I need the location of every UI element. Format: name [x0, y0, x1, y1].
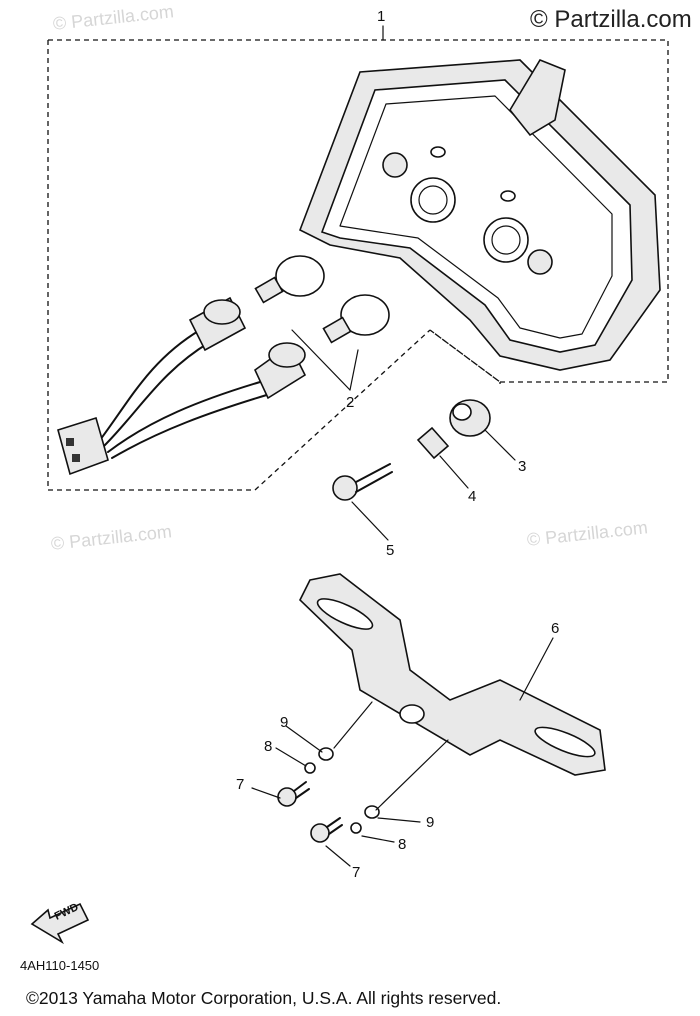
wiring-harness: [57, 296, 307, 476]
callout-7: 7: [352, 864, 361, 881]
callout-9: 9: [426, 814, 435, 831]
callout-3: 3: [518, 458, 527, 475]
callout-8: 8: [264, 738, 273, 755]
assembly-boundary: [47, 39, 669, 491]
bulbs: [254, 255, 390, 391]
bracket: [299, 573, 606, 776]
watermark-partzilla: © Partzilla.com: [530, 6, 692, 33]
fwd-arrow-icon: [30, 902, 90, 945]
diagram-code: 4AH110-1450: [20, 958, 100, 973]
callout-5: 5: [386, 542, 395, 559]
callout-9: 9: [280, 714, 289, 731]
callout-7: 7: [236, 776, 245, 793]
callout-4: 4: [468, 488, 477, 505]
callout-1: 1: [377, 8, 386, 25]
mounting-hardware: [332, 399, 516, 541]
callout-2: 2: [346, 394, 355, 411]
taillight-housing: [298, 59, 661, 371]
copyright-notice: ©2013 Yamaha Motor Corporation, U.S.A. A…: [26, 988, 502, 1008]
callout-8: 8: [398, 836, 407, 853]
fasteners: [251, 701, 449, 867]
callout-6: 6: [551, 620, 560, 637]
